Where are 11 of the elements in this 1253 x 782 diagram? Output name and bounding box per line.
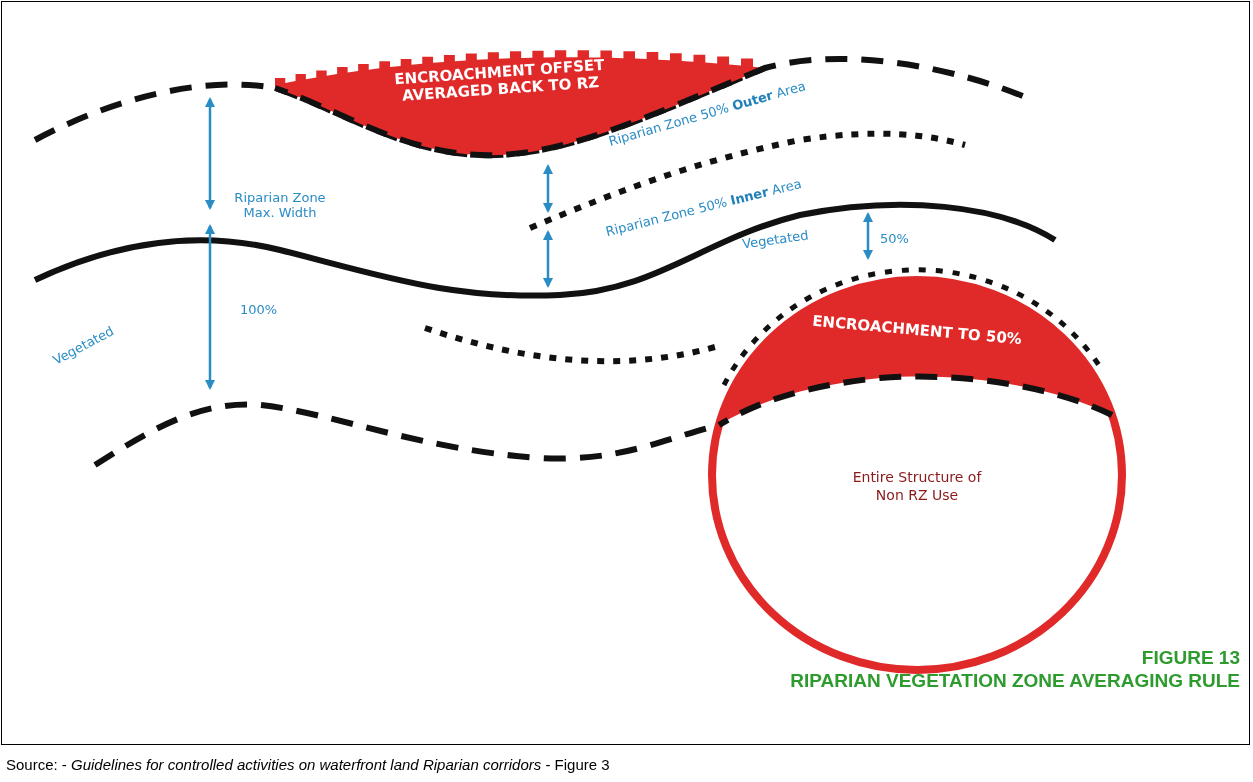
zone-label: Riparian Zone 50% Outer Area [606, 78, 808, 149]
figure-title: FIGURE 13 [1141, 647, 1240, 669]
figure-caption: RIPARIAN VEGETATION ZONE AVERAGING RULE [790, 670, 1240, 692]
encroachment-label: ENCROACHMENT OFFSET AVERAGED BACK TO RZ [392, 55, 607, 107]
source-note: Source: - Guidelines for controlled activities on waterfront land Riparian corridors - Figure 3 [6, 756, 610, 773]
zone-label: 100% [240, 302, 278, 317]
zone-label: 50% [880, 231, 909, 246]
zone-label: Riparian Zone Max. Width [233, 190, 327, 220]
structure-label: Entire Structure of Non RZ Use [851, 468, 983, 504]
encroachment-label: ENCROACHMENT TO 50% [810, 310, 1024, 351]
zone-label: Vegetated [741, 227, 810, 252]
